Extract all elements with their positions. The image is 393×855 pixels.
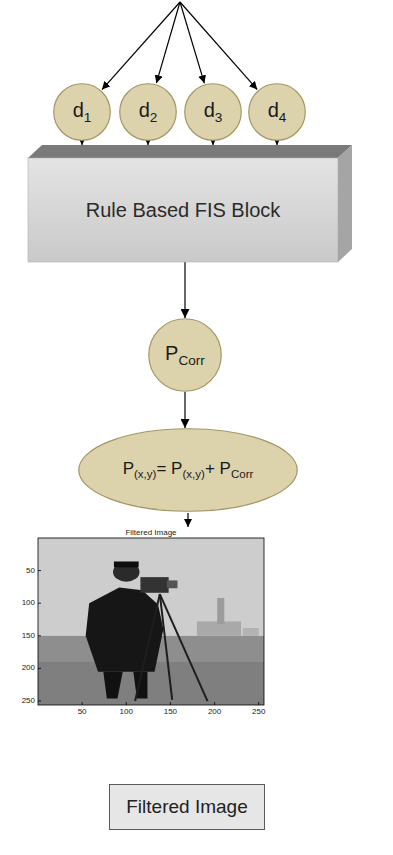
tripod-leg xyxy=(160,594,208,701)
axis-tick-label: 200 xyxy=(22,664,35,672)
tripod-leg xyxy=(135,594,160,701)
plot-title: Filtered Image xyxy=(125,529,176,537)
man-head xyxy=(113,562,139,582)
input-line xyxy=(156,2,180,83)
subscript-run: Corr xyxy=(231,468,253,480)
text-run: d xyxy=(139,99,150,121)
subscript-run: (x,y) xyxy=(182,468,204,480)
text-run: P xyxy=(123,459,134,478)
filtered-image-picture xyxy=(38,538,264,705)
axis-tick-label: 50 xyxy=(26,567,35,575)
x-tick xyxy=(126,702,127,705)
flow-arrow xyxy=(184,392,185,428)
circle-shape xyxy=(185,84,242,141)
input-circle: d3 xyxy=(184,83,242,141)
ellipse-shape xyxy=(79,429,298,512)
text-group: d3 xyxy=(204,98,223,126)
text-group: P(x,y)= P(x,y)+ PCorr xyxy=(123,459,254,482)
subscript-run: 2 xyxy=(150,110,158,125)
input-line xyxy=(180,2,257,90)
subscript-run: 4 xyxy=(279,110,287,125)
subscript-run: 3 xyxy=(215,110,223,125)
x-tick xyxy=(214,702,215,705)
camera-body xyxy=(140,577,168,593)
node-text: PCorr xyxy=(165,341,205,369)
axis-tick-label: 100 xyxy=(22,599,35,607)
y-tick xyxy=(38,635,41,636)
update-ellipse: P(x,y)= P(x,y)+ PCorr xyxy=(78,428,298,512)
text-run: + xyxy=(205,459,220,478)
circle-shape xyxy=(249,84,306,141)
axis-ticks xyxy=(38,571,259,705)
subscript-run: 1 xyxy=(84,110,92,125)
text-group: d4 xyxy=(268,98,287,126)
building xyxy=(243,628,259,636)
flow-arrow xyxy=(184,262,185,318)
node-text: Rule Based FIS Block xyxy=(86,198,281,222)
block-front-face xyxy=(28,158,338,262)
y-tick xyxy=(38,603,41,604)
output-box: Filtered Image xyxy=(109,784,265,830)
tripod xyxy=(135,594,207,701)
text-run: d xyxy=(268,99,279,121)
block-side-face xyxy=(338,145,352,262)
text-run: P xyxy=(165,342,178,364)
flow-arrow xyxy=(147,141,148,145)
subscript-run: Corr xyxy=(178,353,204,368)
output-arrow xyxy=(187,513,188,527)
node-text: d1 xyxy=(73,98,92,126)
x-tick xyxy=(258,702,259,705)
camera-lens xyxy=(167,580,178,588)
input-fan-lines xyxy=(102,2,257,90)
text-group: Filtered Image xyxy=(126,796,247,819)
flow-arrow xyxy=(276,141,277,145)
man-hair xyxy=(114,561,139,567)
node-text: d2 xyxy=(139,98,158,126)
axis-tick-label: 150 xyxy=(22,632,35,640)
node-text: P(x,y)= P(x,y)+ PCorr xyxy=(123,459,254,482)
y-tick xyxy=(38,570,41,571)
circle-shape xyxy=(54,84,111,141)
fis-block: Rule Based FIS Block xyxy=(28,145,352,262)
text-group: d1 xyxy=(73,98,92,126)
flow-arrow xyxy=(81,141,82,145)
axis-tick-label: 250 xyxy=(252,708,265,716)
node-text: d4 xyxy=(268,98,287,126)
text-group: Rule Based FIS Block xyxy=(86,198,281,222)
text-group: d2 xyxy=(139,98,158,126)
axis-tick-label: 200 xyxy=(208,708,221,716)
x-tick xyxy=(170,702,171,705)
input-circle: d1 xyxy=(53,83,111,141)
text-run: P xyxy=(171,459,182,478)
text-run: d xyxy=(73,99,84,121)
node-text: d3 xyxy=(204,98,223,126)
text-run: d xyxy=(204,99,215,121)
circle-shape xyxy=(120,84,177,141)
circle-shape xyxy=(149,319,222,392)
input-line xyxy=(102,2,180,90)
flow-arrow xyxy=(212,141,213,145)
node-text: Filtered Image xyxy=(126,796,247,819)
axis-tick-label: 150 xyxy=(164,708,177,716)
text-run: Rule Based FIS Block xyxy=(86,199,281,221)
axis-tick-label: 100 xyxy=(120,708,133,716)
block-top-face xyxy=(28,145,352,158)
subscript-run: (x,y) xyxy=(134,468,156,480)
tower xyxy=(217,598,224,624)
x-tick xyxy=(82,702,83,705)
plot-frame xyxy=(38,538,264,705)
axis-tick-label: 50 xyxy=(78,708,87,716)
text-run: Filtered Image xyxy=(126,796,247,817)
y-tick xyxy=(38,701,41,702)
input-circle: d2 xyxy=(119,83,177,141)
text-run: P xyxy=(220,459,231,478)
input-circle: PCorr xyxy=(148,318,222,392)
y-tick xyxy=(38,668,41,669)
input-line xyxy=(180,2,204,83)
text-run: = xyxy=(156,459,171,478)
input-circle: d4 xyxy=(248,83,306,141)
axis-tick-label: 250 xyxy=(22,697,35,705)
text-group: PCorr xyxy=(165,341,205,369)
